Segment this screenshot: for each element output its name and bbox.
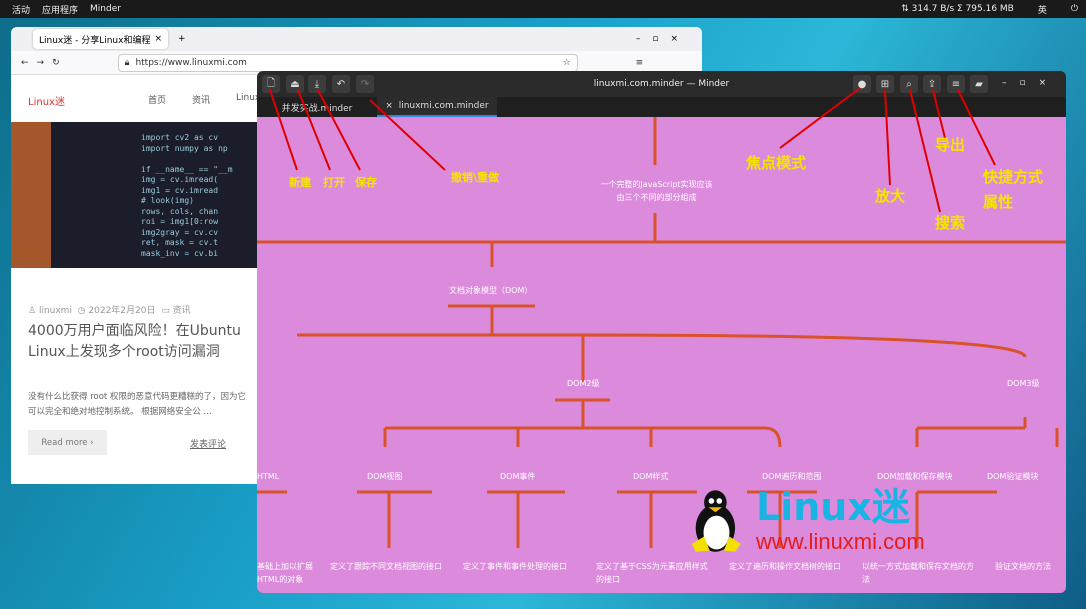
tux-penguin-icon — [691, 490, 741, 552]
star-icon[interactable]: ☆ — [562, 57, 571, 68]
url-text: https://www.linuxmi.com — [135, 57, 247, 68]
leaf-node[interactable]: 定义了基于CSS为元素应用样式的接口 — [596, 562, 708, 584]
lock-icon: 🔒︎ — [124, 57, 130, 68]
new-tab-button[interactable]: + — [178, 34, 186, 44]
dom-node[interactable]: 文档对象模型（DOM） — [449, 286, 533, 295]
annotation-zoom: 放大 — [875, 187, 906, 205]
export-button[interactable]: ⇪ — [923, 75, 941, 93]
linuxmi-watermark: Linux迷 www.linuxmi.com — [690, 486, 1040, 556]
dom3-node[interactable]: DOM3级 — [1007, 379, 1040, 388]
nav-linux[interactable]: Linux — [236, 93, 261, 103]
nav-home[interactable]: 首页 — [148, 96, 167, 106]
activities-button[interactable]: 活动 — [12, 5, 31, 16]
properties-button[interactable]: ▰ — [970, 75, 988, 93]
close-icon[interactable]: × — [154, 34, 163, 44]
watermark-url: www.linuxmi.com — [756, 529, 925, 554]
menu-icon[interactable]: ≡ — [635, 57, 644, 68]
header-bar: 🗋︎ ⏏ ⤓ ↶ ↷ linuxmi.com.minder — Minder ●… — [257, 71, 1066, 97]
site-logo[interactable]: Linux迷 — [28, 97, 65, 108]
forward-icon[interactable]: → — [36, 57, 45, 68]
child-node[interactable]: DOM事件 — [500, 472, 536, 481]
comment-link[interactable]: 发表评论 — [190, 440, 227, 450]
apps-menu[interactable]: 应用程序 — [42, 5, 79, 16]
tab-title: Linux迷 - 分享Linux和编程 — [39, 35, 151, 46]
dom2-node[interactable]: DOM2级 — [567, 379, 600, 388]
post-image[interactable] — [11, 122, 261, 268]
tab-concurrency[interactable]: 并发实战.minder — [281, 103, 353, 114]
close-icon[interactable]: × — [385, 101, 399, 111]
focus-mode-button[interactable]: ● — [853, 75, 871, 93]
app-menu[interactable]: Minder — [90, 4, 121, 14]
child-node[interactable]: DOM样式 — [633, 472, 669, 481]
annotation-properties: 属性 — [983, 193, 1014, 211]
network-speed: ⇅ 314.7 B/s Σ 795.16 MB — [901, 4, 1014, 14]
window-controls[interactable]: –▫× — [1002, 78, 1060, 88]
browser-tab[interactable]: Linux迷 - 分享Linux和编程× — [33, 29, 169, 49]
search-button[interactable]: ⌕ — [900, 75, 918, 93]
annotation-search: 搜索 — [935, 214, 966, 232]
reload-icon[interactable]: ↻ — [52, 57, 60, 68]
child-node[interactable]: DOM验证模块 — [987, 472, 1039, 481]
leaf-node[interactable]: 以统一方式加载和保存文档的方法 — [862, 562, 974, 584]
tab-linuxmi[interactable]: × linuxmi.com.minder — [377, 97, 497, 117]
leaf-node[interactable]: 验证文档的方法 — [995, 562, 1051, 571]
window-title: linuxmi.com.minder — Minder — [593, 79, 730, 89]
post-meta: ♙ linuxmi ◷ 2022年2月20日 ▭ 资讯 — [28, 306, 191, 316]
root-node[interactable]: 一个完整的JavaScript实现应该由三个不同的部分组成 — [600, 180, 713, 202]
child-node[interactable]: DOM加载和保存模块 — [877, 472, 953, 481]
post-excerpt: 没有什么比获得 root 权限的恶意代码更糟糕的了，因为它可以完全和绝对地控制系… — [28, 392, 246, 417]
child-node[interactable]: HTML — [257, 472, 280, 481]
annotation-export: 导出 — [935, 136, 966, 154]
child-node[interactable]: DOM视图 — [367, 472, 403, 481]
zoom-button[interactable]: ⊞ — [876, 75, 894, 93]
annotation-open: 打开 — [323, 176, 345, 189]
leaf-node[interactable]: 定义了遍历和操作文档树的接口 — [729, 562, 841, 571]
child-node[interactable]: DOM遍历和范围 — [762, 472, 822, 481]
back-icon[interactable]: ← — [21, 57, 29, 68]
read-more-button[interactable]: Read more › — [28, 430, 107, 455]
annotation-undo-redo: 撤销\重做 — [451, 171, 500, 184]
leaf-node[interactable]: 基础上加以扩展HTML的对象 — [257, 562, 313, 584]
input-method[interactable]: 英 — [1037, 5, 1047, 16]
post-title[interactable]: 4000万用户面临风险！在Ubuntu Linux上发现多个root访问漏洞 — [28, 323, 241, 360]
watermark-brand: Linux迷 — [756, 485, 910, 529]
annotation-focus: 焦点模式 — [746, 154, 807, 172]
leaf-node[interactable]: 定义了跟踪不同文档视图的接口 — [330, 562, 442, 571]
top-bar: 活动 应用程序 Minder ⇅ 314.7 B/s Σ 795.16 MB 英 ⏻ — [0, 0, 1086, 18]
annotation-save: 保存 — [355, 176, 377, 189]
annotation-shortcuts: 快捷方式 — [983, 168, 1044, 186]
power-icon[interactable]: ⏻ — [1070, 4, 1078, 14]
shortcuts-button[interactable]: ≡ — [947, 75, 965, 93]
nav-news[interactable]: 资讯 — [192, 96, 211, 106]
annotation-new: 新建 — [289, 176, 311, 189]
leaf-node[interactable]: 定义了事件和事件处理的接口 — [463, 562, 567, 571]
url-bar[interactable]: 🔒︎ https://www.linuxmi.com ☆ — [117, 53, 578, 72]
window-controls[interactable]: –▫× — [635, 34, 690, 44]
